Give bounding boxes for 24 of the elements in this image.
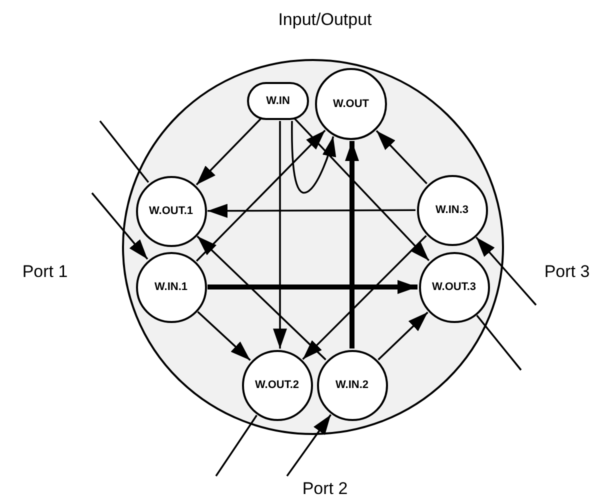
arrow	[273, 121, 287, 349]
arrow	[378, 312, 428, 360]
title-label: Input/Output	[278, 10, 372, 30]
arrow	[197, 311, 251, 361]
arrow	[376, 130, 428, 184]
arrow	[476, 236, 537, 306]
connector-line	[99, 120, 150, 183]
arrow	[286, 414, 332, 477]
arrow	[291, 121, 336, 194]
arrow	[345, 141, 359, 348]
connector-line	[215, 414, 258, 476]
connector-line	[476, 314, 522, 371]
arrow	[208, 280, 418, 294]
port-label: Port 2	[302, 479, 348, 499]
arrow	[302, 235, 427, 360]
arrow	[196, 130, 326, 262]
port-label: Port 1	[22, 262, 68, 282]
arrow	[196, 236, 326, 360]
large-circle	[122, 59, 504, 435]
arrow	[208, 204, 416, 218]
arrow	[91, 192, 148, 260]
arrow	[294, 118, 430, 262]
port-label: Port 3	[544, 262, 590, 282]
arrow	[196, 117, 262, 186]
